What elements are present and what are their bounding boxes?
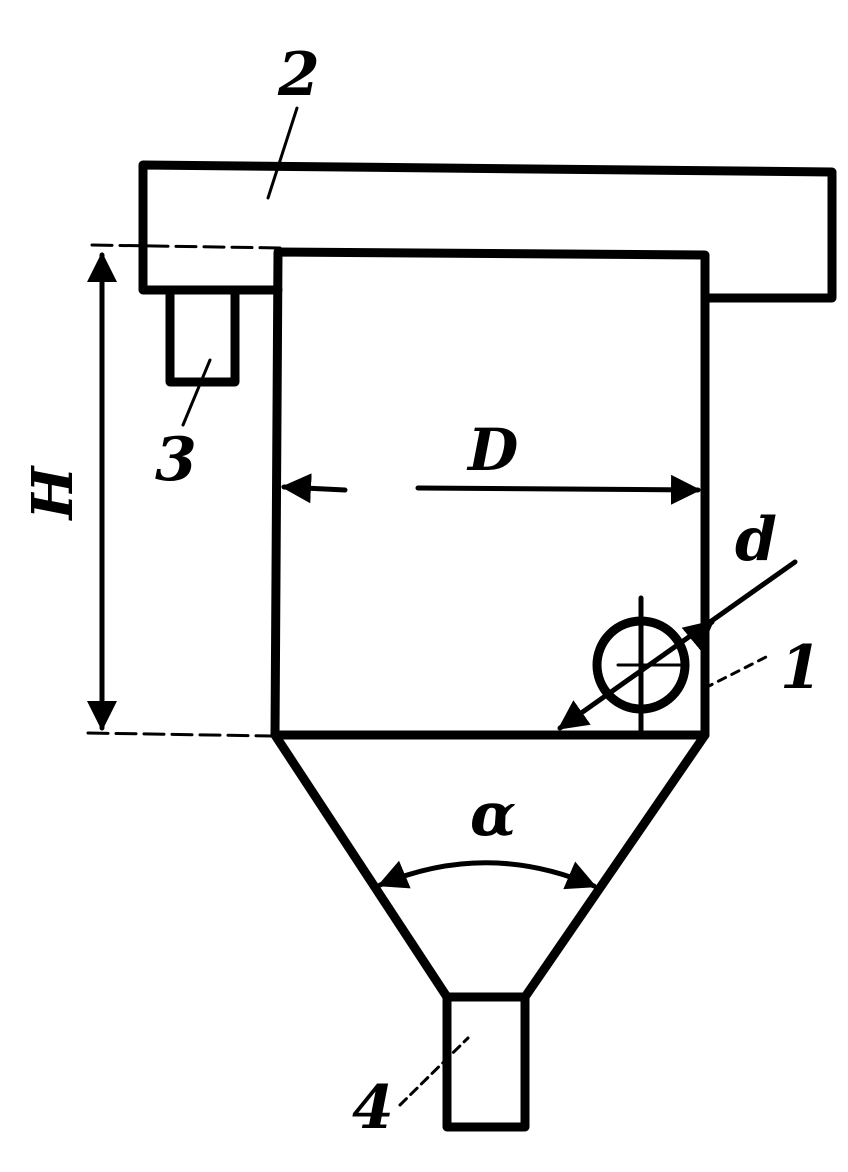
- label-part-4: 4: [352, 1073, 394, 1143]
- cone-section: [270, 730, 710, 1002]
- label-inlet-diameter: d: [735, 505, 777, 575]
- discharge-pipe: [165, 287, 240, 387]
- label-cone-angle: α: [470, 780, 516, 850]
- height-extension-bottom: [86, 731, 274, 738]
- leader-1: [703, 653, 772, 690]
- label-diameter: D: [466, 416, 518, 484]
- height-extension-top: [90, 243, 282, 250]
- inlet-diameter-tick: [681, 619, 715, 651]
- label-height: H: [20, 464, 86, 521]
- diameter-arrow-right: [415, 474, 701, 505]
- diameter-arrow-left: [281, 473, 348, 504]
- exhaust-duct: [138, 160, 837, 303]
- label-part-2: 2: [277, 40, 320, 110]
- label-part-3: 3: [155, 425, 197, 495]
- leader-3: [181, 358, 212, 427]
- label-part-1: 1: [780, 633, 822, 703]
- cone-angle-arc: [377, 860, 597, 890]
- leader-2: [266, 106, 299, 200]
- bottom-outlet: [442, 992, 530, 1132]
- leader-4: [398, 1036, 470, 1107]
- inlet-diameter-line: [557, 559, 798, 731]
